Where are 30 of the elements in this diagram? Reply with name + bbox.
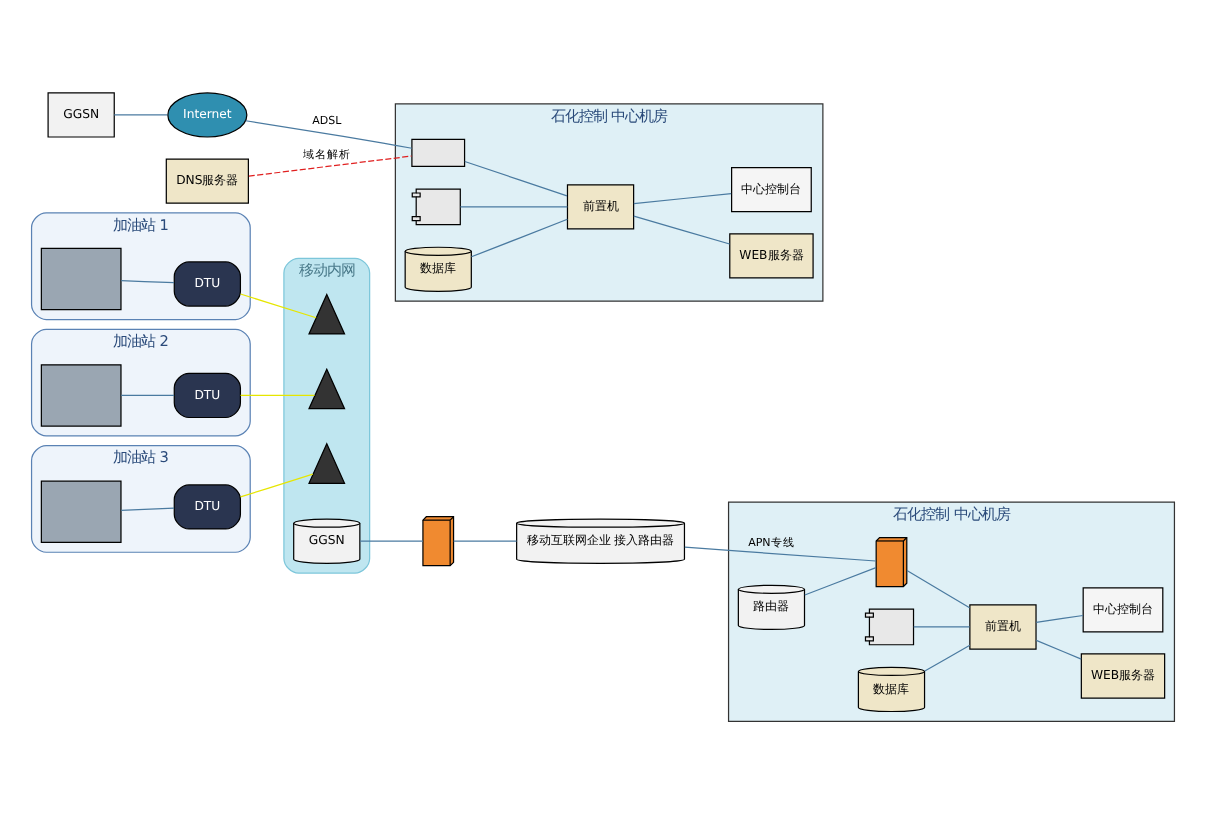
node-tower (308, 292, 346, 335)
connector (359, 540, 424, 542)
connector (120, 394, 175, 397)
connector (239, 293, 317, 319)
node-box (40, 364, 122, 427)
connector (245, 120, 413, 149)
node-tower (308, 442, 346, 484)
connector (239, 473, 314, 498)
connector (684, 546, 877, 562)
connector (464, 160, 568, 197)
node-tower (308, 367, 346, 410)
connector (633, 215, 731, 245)
connector (459, 206, 568, 208)
connector (1035, 614, 1084, 623)
connector (924, 644, 971, 672)
node-box (40, 480, 122, 544)
connector (1035, 639, 1082, 660)
connector (113, 114, 168, 116)
connector (470, 218, 569, 258)
connector (248, 155, 413, 177)
connector (120, 280, 175, 284)
connector (804, 566, 877, 596)
connector (120, 507, 175, 511)
connector (913, 626, 971, 628)
connector (453, 540, 518, 542)
node-box (40, 247, 122, 311)
node-box (411, 138, 466, 167)
connector (633, 193, 732, 205)
connector (239, 394, 316, 397)
connector (906, 569, 971, 609)
